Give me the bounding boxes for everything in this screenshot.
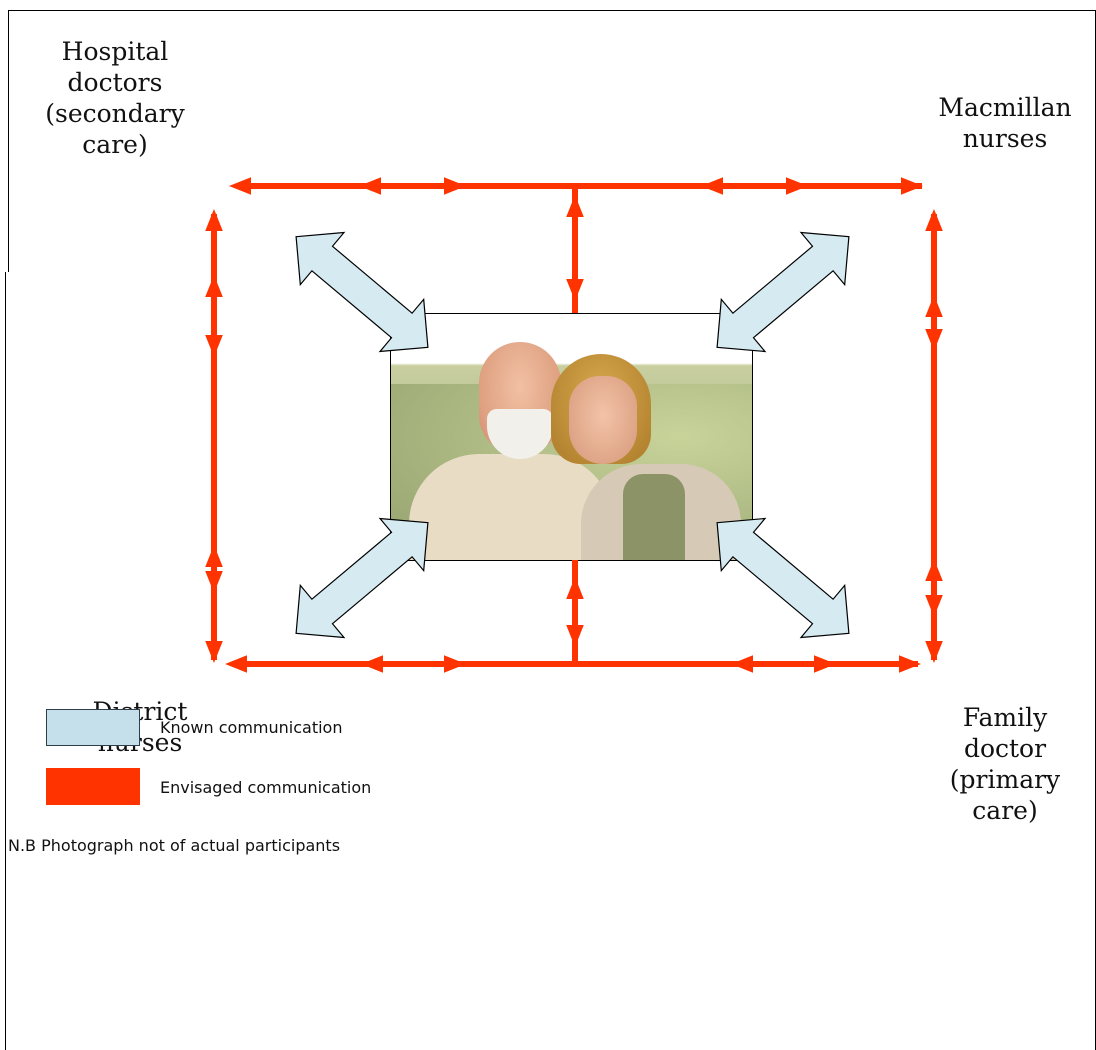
- envisaged-arrowhead: [925, 641, 943, 663]
- envisaged-arrowhead: [205, 209, 223, 231]
- hospital-doctors-label: Hospital doctors (secondary care): [45, 37, 185, 159]
- envisaged-arrowhead: [444, 655, 466, 673]
- envisaged-arrowhead: [925, 209, 943, 231]
- frame-left-border: [8, 10, 9, 272]
- photo-woman-face: [569, 376, 637, 464]
- envisaged-arrowhead: [899, 655, 921, 673]
- known-communication-arrows: [295, 231, 850, 639]
- legend-known-swatch: [46, 709, 140, 746]
- envisaged-arrowhead: [205, 545, 223, 567]
- legend-envisaged-label: Envisaged communication: [160, 778, 372, 797]
- envisaged-arrowhead: [205, 641, 223, 663]
- frame-top-border: [8, 10, 1096, 11]
- photo-man-body: [409, 454, 614, 560]
- envisaged-arrowhead: [786, 177, 808, 195]
- photo-disclaimer-note: N.B Photograph not of actual participant…: [8, 836, 341, 855]
- envisaged-arrowhead: [205, 335, 223, 357]
- envisaged-arrowhead: [901, 177, 923, 195]
- envisaged-arrowhead: [925, 329, 943, 351]
- family-doctor-label: Family doctor (primary care): [949, 703, 1061, 825]
- envisaged-arrowhead: [444, 177, 466, 195]
- envisaged-arrowhead: [205, 571, 223, 593]
- known-arrow-top-right: [716, 231, 850, 353]
- envisaged-arrowhead: [359, 177, 381, 195]
- frame-left-border-lower: [5, 272, 6, 1050]
- envisaged-arrowhead: [229, 177, 251, 195]
- envisaged-arrowhead: [925, 559, 943, 581]
- legend-envisaged-swatch: [46, 768, 140, 805]
- photo-woman-top: [623, 474, 685, 560]
- macmillan-nurses-label: Macmillan nurses: [938, 93, 1072, 153]
- envisaged-arrowhead: [566, 577, 584, 599]
- known-arrow-bottom-left: [295, 517, 429, 639]
- envisaged-arrowhead: [701, 177, 723, 195]
- envisaged-arrowhead: [731, 655, 753, 673]
- envisaged-arrowhead: [925, 295, 943, 317]
- couple-photograph: [390, 313, 753, 561]
- legend-known-label: Known communication: [160, 718, 343, 737]
- envisaged-arrowhead: [566, 625, 584, 647]
- envisaged-arrowhead: [361, 655, 383, 673]
- envisaged-arrowhead: [925, 595, 943, 617]
- envisaged-arrowhead: [225, 655, 247, 673]
- envisaged-arrowhead: [205, 275, 223, 297]
- envisaged-communication-lines: [205, 177, 943, 673]
- envisaged-arrowhead: [566, 279, 584, 301]
- known-arrow-top-left: [295, 231, 429, 353]
- envisaged-arrowhead: [566, 195, 584, 217]
- known-arrow-bottom-right: [716, 517, 850, 639]
- envisaged-arrowhead: [814, 655, 836, 673]
